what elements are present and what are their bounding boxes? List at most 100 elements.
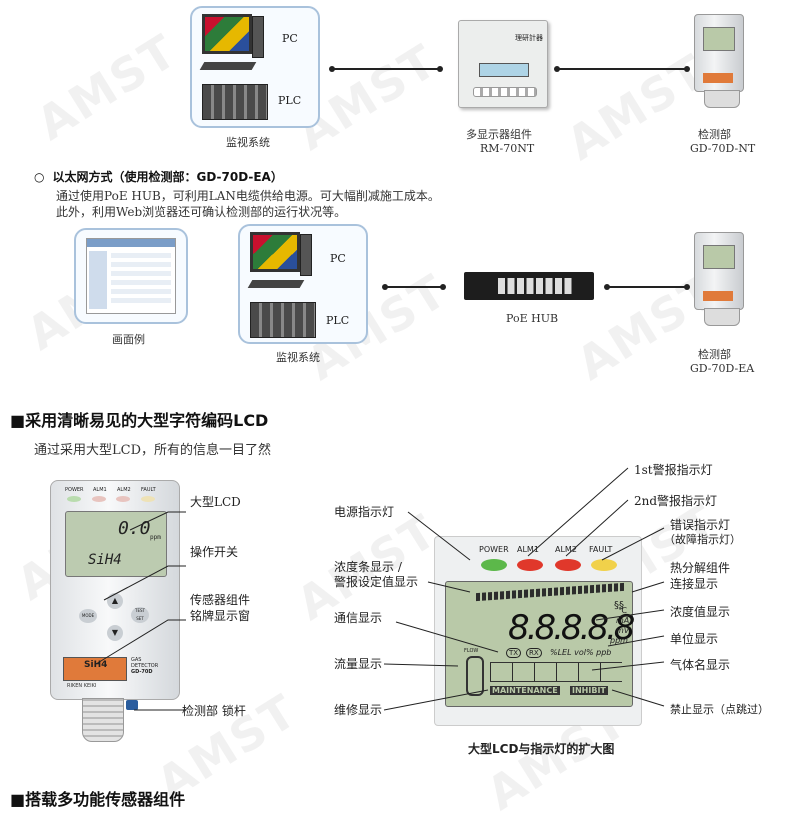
- plate-gas-name: SiH4: [84, 660, 108, 670]
- pc-monitor-image: [202, 14, 252, 54]
- leader-line: [601, 527, 665, 561]
- hub-ports: [498, 278, 574, 294]
- maintenance-indicator: MAINTENANCE: [490, 686, 560, 695]
- device-cable-image: [704, 308, 740, 326]
- callout-comm: 通信显示: [334, 611, 383, 625]
- zoom-lcd-screen: §§ 8.8.8.8.8 ℃ mA mV ppm TX RX %LEL vol%…: [445, 581, 635, 707]
- gas-name-segments: [490, 662, 622, 682]
- connection-line: [332, 68, 440, 70]
- ethernet-desc-line2: 此外，利用Web浏览器还可确认检测部的运行状况等。: [56, 205, 347, 219]
- monitor-system-caption-2: 监视系统: [276, 351, 320, 364]
- alm2-led-label: ALM2: [117, 487, 131, 493]
- leader-line: [383, 689, 489, 711]
- callout-unit: 单位显示: [670, 632, 719, 646]
- down-button[interactable]: ▼: [107, 625, 123, 641]
- rx-indicator: RX: [526, 648, 542, 658]
- gd-70d-nt-device-image: [694, 14, 744, 92]
- device-lcd: [703, 27, 735, 51]
- rm-caption-line1: 多显示器组件: [466, 128, 532, 141]
- thermal-unit-icon: §§: [614, 600, 624, 611]
- monitor-system-caption: 监视系统: [226, 136, 270, 149]
- connection-line: [385, 286, 443, 288]
- connector-dot: [440, 284, 446, 290]
- pc-illustration: [247, 232, 312, 300]
- lock-lever: [126, 700, 138, 710]
- rm-buttons: [473, 87, 537, 97]
- plc-label: PLC: [326, 314, 350, 327]
- ea-caption-line2: GD-70D-EA: [690, 362, 755, 375]
- mode-button[interactable]: MODE: [79, 609, 97, 623]
- power-led: [67, 496, 81, 502]
- connection-line: [607, 286, 687, 288]
- callout-thermal-line1: 热分解组件: [670, 561, 731, 575]
- plate-model: GD-70D: [131, 669, 153, 675]
- pc-tower-image: [252, 16, 264, 58]
- zoom-caption: 大型LCD与指示灯的扩大图: [468, 742, 615, 756]
- nt-caption-line1: 检测部: [698, 128, 731, 141]
- leader-line: [527, 467, 629, 557]
- leader-line: [129, 511, 186, 531]
- callout-maint: 维修显示: [334, 703, 383, 717]
- zoom-alm2-led: [555, 559, 581, 571]
- nt-caption-line2: GD-70D-NT: [690, 142, 756, 155]
- lock-label: 检测部 锁杆: [182, 704, 246, 718]
- callout-alarm2: 2nd警报指示灯: [634, 494, 718, 508]
- zoom-fault-label: FAULT: [589, 545, 613, 554]
- connector-dot: [437, 66, 443, 72]
- leader-line: [595, 609, 665, 621]
- test-set-button[interactable]: TEST SET: [131, 607, 149, 623]
- pc-label: PC: [330, 252, 346, 265]
- device-lcd: 0.0 ppm SiH4: [65, 511, 167, 577]
- bullet-icon: ○: [34, 170, 45, 184]
- sensor-window-label-line2: 铭牌显示窗: [190, 609, 251, 623]
- device-cable-image: [704, 90, 740, 108]
- unit-ma: mA: [616, 616, 630, 625]
- screen-example-caption: 画面例: [112, 333, 145, 346]
- zoom-power-label: POWER: [479, 545, 509, 554]
- gd-70d-ea-device-image: [694, 232, 744, 310]
- rm-brand-text: 理研計器: [515, 34, 543, 42]
- plc-image: [250, 302, 316, 338]
- switch-label: 操作开关: [190, 545, 239, 559]
- device-led-row: POWER ALM1 ALM2 FAULT: [65, 487, 165, 507]
- big-lcd-label: 大型LCD: [190, 495, 241, 509]
- flow-bar: [466, 656, 484, 696]
- brand-logo: RIKEN KEIKI: [67, 683, 96, 689]
- leader-line: [631, 581, 665, 593]
- plate-line1: GAS: [131, 657, 142, 663]
- poe-hub-caption: PoE HUB: [506, 312, 559, 325]
- unit-line: %LEL vol% ppb: [550, 648, 612, 657]
- rm-display: [479, 63, 529, 77]
- zoom-alm1-label: ALM1: [517, 545, 539, 554]
- plc-image: [202, 84, 268, 120]
- callout-bar-line2: 警报设定值显示: [334, 575, 419, 589]
- pc-tower-image: [300, 234, 312, 276]
- leader-line: [565, 499, 629, 557]
- plate-line2: DETECTOR: [131, 663, 159, 669]
- callout-fault-line2: （故障指示灯）: [664, 533, 741, 546]
- leader-line: [395, 621, 499, 653]
- leader-line: [607, 635, 665, 647]
- monitor-system-box: PC PLC: [190, 6, 320, 128]
- pc-illustration: [199, 14, 264, 82]
- unit-ppm: ppm: [610, 636, 628, 645]
- device-plate: [703, 73, 733, 83]
- unit-mv: mV: [616, 626, 630, 635]
- ethernet-title: ○以太网方式（使用检测部：GD-70D-EA）: [34, 168, 283, 185]
- leader-line: [611, 689, 665, 707]
- leader-line: [591, 661, 665, 671]
- pc-monitor-image: [250, 232, 300, 272]
- callout-power: 电源指示灯: [334, 505, 395, 519]
- zoomed-lcd-panel: POWER ALM1 ALM2 FAULT §§ 8.8.8.8.8 ℃ mA …: [434, 536, 642, 726]
- connector-dot: [684, 284, 690, 290]
- fault-led-label: FAULT: [141, 487, 156, 493]
- device-gas-name: SiH4: [88, 552, 122, 568]
- zoom-power-led: [481, 559, 507, 571]
- device-gland: [82, 698, 124, 742]
- plate-text: GAS DETECTOR GD-70D: [131, 657, 158, 675]
- up-button[interactable]: ▲: [107, 593, 123, 609]
- ea-caption-line1: 检测部: [698, 348, 731, 361]
- alm2-led: [116, 496, 130, 502]
- lcd-section-intro: 通过采用大型LCD，所有的信息一目了然: [34, 443, 272, 458]
- concentration-digits: 8.8.8.8.8: [508, 608, 635, 648]
